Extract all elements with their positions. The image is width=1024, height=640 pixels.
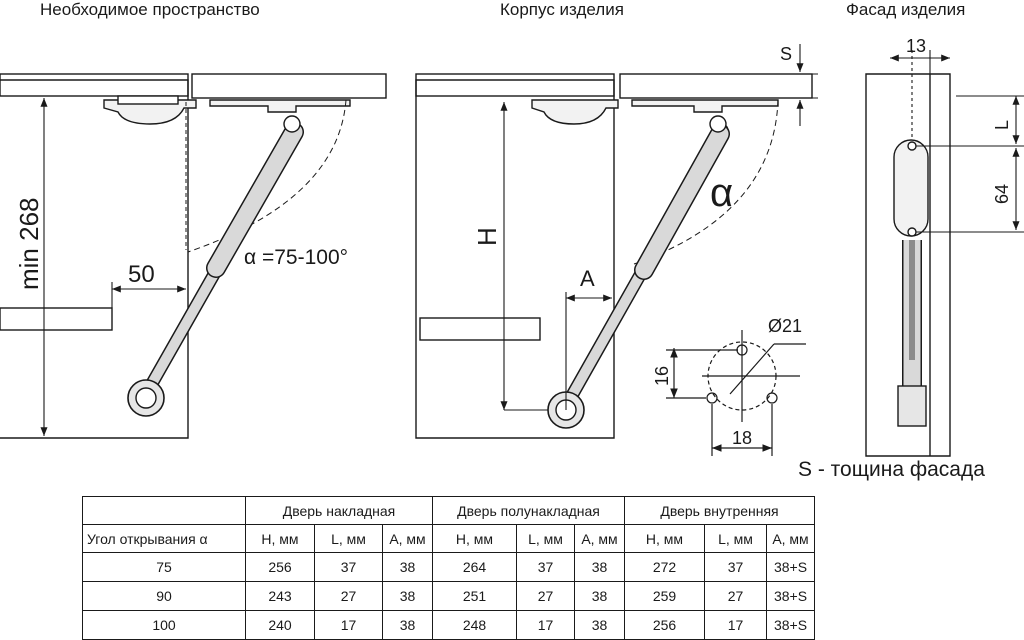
angle-label: Угол открывания α — [82, 524, 246, 553]
col-header: L, мм — [516, 524, 575, 553]
table-cell: 259 — [624, 581, 705, 611]
dim-min-height: min 268 — [14, 198, 44, 291]
body-panel — [415, 73, 813, 439]
table-header-groups: Дверь накладная Дверь полунакладная Двер… — [82, 496, 815, 525]
col-header: H, мм — [245, 524, 315, 553]
body-top-panel — [415, 73, 615, 97]
cabinet-top-panel — [0, 73, 189, 97]
table-corner — [82, 496, 246, 525]
dim-64: 64 — [992, 184, 1012, 204]
table-cell: 90 — [82, 581, 246, 611]
body-shelf — [419, 317, 541, 341]
spec-table: Дверь накладная Дверь полунакладная Двер… — [82, 496, 815, 640]
table-cell: 256 — [624, 610, 705, 640]
table-cell: 17 — [314, 610, 383, 640]
group-half-overlay: Дверь полунакладная — [432, 496, 625, 525]
dimension-lines-2 — [500, 44, 818, 411]
body-door-panel — [619, 73, 813, 99]
dim-s: S — [780, 44, 792, 64]
facade-panel — [865, 73, 951, 457]
group-inset: Дверь внутренняя — [624, 496, 815, 525]
title-space: Необходимое пространство — [40, 0, 260, 19]
technical-drawing: min 268 50 α =75-100° H A α S — [0, 36, 1024, 457]
table-cell: 38 — [382, 581, 433, 611]
table-cell: 38 — [574, 610, 625, 640]
gas-strut-3 — [897, 240, 927, 427]
title-body: Корпус изделия — [500, 0, 624, 19]
table-cell: 17 — [704, 610, 767, 640]
group-overlay: Дверь накладная — [245, 496, 433, 525]
dim-16: 16 — [652, 366, 672, 386]
table-cell: 240 — [245, 610, 315, 640]
col-header: L, мм — [314, 524, 383, 553]
table-cell: 17 — [516, 610, 575, 640]
table-cell: 27 — [516, 581, 575, 611]
shelf — [0, 307, 113, 331]
table-cell: 248 — [432, 610, 517, 640]
table-cell: 37 — [516, 552, 575, 582]
dim-18: 18 — [732, 428, 752, 448]
dim-a: A — [580, 266, 595, 291]
table-cell: 27 — [314, 581, 383, 611]
gas-strut-1 — [127, 115, 304, 417]
hole-pattern — [666, 330, 806, 456]
hinge-body — [103, 99, 197, 125]
dimension-lines-1 — [40, 98, 186, 436]
door-panel — [191, 73, 387, 99]
dim-angle: α =75-100° — [244, 246, 348, 269]
table-cell: 38 — [382, 610, 433, 640]
body-mount-plate — [631, 99, 779, 113]
facade-slot — [893, 139, 929, 237]
dim-l: L — [992, 120, 1012, 130]
table-cell: 37 — [704, 552, 767, 582]
table-cell: 100 — [82, 610, 246, 640]
dim-13: 13 — [906, 36, 926, 56]
table-cell: 38 — [574, 581, 625, 611]
table-cell: 272 — [624, 552, 705, 582]
table-cell: 37 — [314, 552, 383, 582]
col-header: A, мм — [574, 524, 625, 553]
table-cell: 38+S — [766, 610, 815, 640]
col-header: H, мм — [624, 524, 705, 553]
table-cell: 251 — [432, 581, 517, 611]
table-row: 90 243 27 38 251 27 38 259 27 38+S — [82, 581, 815, 611]
table-cell: 264 — [432, 552, 517, 582]
dim-offset: 50 — [128, 261, 155, 288]
mount-plate — [209, 99, 351, 113]
body-hinge — [531, 99, 619, 125]
col-header: A, мм — [766, 524, 815, 553]
col-header: A, мм — [382, 524, 433, 553]
facade-outline — [865, 73, 951, 457]
table-cell: 38 — [574, 552, 625, 582]
space-panel — [0, 73, 387, 439]
table-cell: 256 — [245, 552, 315, 582]
table-cell: 27 — [704, 581, 767, 611]
dim-alpha: α — [710, 171, 733, 215]
gas-strut-2 — [547, 115, 730, 429]
table-cell: 75 — [82, 552, 246, 582]
thickness-caption: S - тощина фасада — [798, 458, 985, 481]
cabinet-side-outline — [0, 79, 189, 439]
dim-h: H — [472, 227, 502, 246]
title-facade: Фасад изделия — [846, 0, 966, 19]
dim-diameter: Ø21 — [768, 316, 802, 336]
col-header: L, мм — [704, 524, 767, 553]
dimension-lines-3 — [890, 50, 1024, 233]
table-header-columns: Угол открывания α H, мм L, мм A, мм H, м… — [82, 524, 815, 553]
body-side-outline — [415, 79, 615, 439]
table-cell: 38 — [382, 552, 433, 582]
table-row: 100 240 17 38 248 17 38 256 17 38+S — [82, 610, 815, 640]
table-row: 75 256 37 38 264 37 38 272 37 38+S — [82, 552, 815, 582]
table-cell: 243 — [245, 581, 315, 611]
table-cell: 38+S — [766, 581, 815, 611]
table-cell: 38+S — [766, 552, 815, 582]
col-header: H, мм — [432, 524, 517, 553]
